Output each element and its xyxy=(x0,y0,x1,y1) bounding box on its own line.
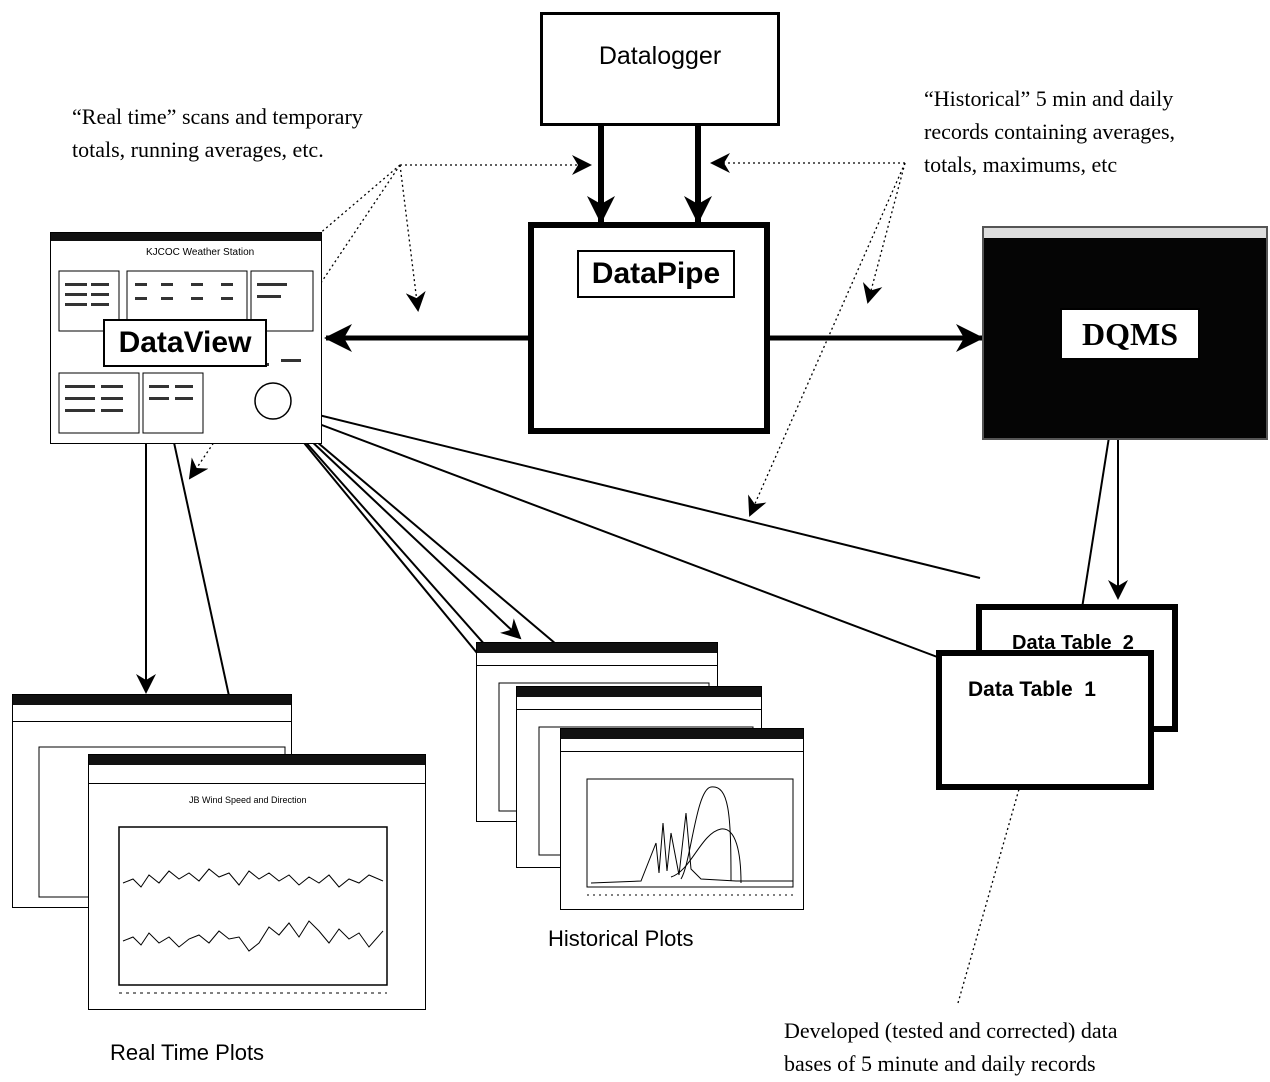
datapipe-label: DataPipe xyxy=(591,257,721,290)
developed-note-line-2: bases of 5 minute and daily records xyxy=(784,1051,1096,1076)
dataview-titlebar xyxy=(51,233,321,241)
datalogger-node: Datalogger xyxy=(540,12,780,126)
realtime-plots-caption: Real Time Plots xyxy=(110,1040,265,1065)
historical-plot-window-front xyxy=(560,728,804,910)
dqms-label: DQMS xyxy=(1082,315,1178,352)
data-table-1: Data Table 1 xyxy=(936,650,1154,790)
data-table-1-label: Data Table 1 xyxy=(968,678,1096,701)
datapipe-node: DataPipe xyxy=(528,222,770,434)
dqms-window: DQMS xyxy=(982,226,1268,440)
realtime-note: “Real time” scans and temporary totals, … xyxy=(72,100,363,166)
realtime-plot-graph xyxy=(118,826,388,994)
historical-note-line-2: records containing averages, xyxy=(924,119,1176,144)
dotted-arrow-realtime-to-dataview-link xyxy=(399,164,426,312)
historical-note: “Historical” 5 min and daily records con… xyxy=(924,82,1175,181)
realtime-plot-window-front: JB Wind Speed and Direction xyxy=(88,754,426,1010)
dataview-label: DataView xyxy=(118,326,252,359)
dataview-window: KJCOC Weather Station DataView xyxy=(50,232,322,444)
arrow-table2-to-dataview xyxy=(264,396,981,579)
dqms-label-box: DQMS xyxy=(1060,308,1200,360)
datalogger-label: Datalogger xyxy=(598,41,722,70)
datapipe-label-box: DataPipe xyxy=(577,250,735,298)
realtime-note-line-1: “Real time” scans and temporary xyxy=(72,104,363,129)
developed-note: Developed (tested and corrected) data ba… xyxy=(784,1014,1118,1080)
dotted-arrow-developed-to-tables xyxy=(957,731,1040,1004)
developed-note-line-1: Developed (tested and corrected) data xyxy=(784,1018,1118,1043)
historical-note-line-1: “Historical” 5 min and daily xyxy=(924,86,1174,111)
dotted-arrow-historical-to-dqms-link xyxy=(862,162,906,304)
dataview-content-sketch xyxy=(58,270,314,434)
dqms-menubar xyxy=(984,228,1266,239)
historical-note-line-3: totals, maximums, etc xyxy=(924,152,1118,177)
historical-plot-graph xyxy=(586,778,794,896)
dotted-arrow-historical-to-plots xyxy=(748,162,906,517)
data-table-2-label: Data Table 2 xyxy=(1012,632,1134,654)
arrow-dataview-to-hist-2 xyxy=(271,403,597,679)
dataview-window-title: KJCOC Weather Station xyxy=(146,247,255,258)
wind-direction-dial xyxy=(254,382,292,420)
historical-plots-caption: Historical Plots xyxy=(548,926,694,951)
realtime-plot-title: JB Wind Speed and Direction xyxy=(189,795,307,805)
arrow-table1-to-dataview xyxy=(264,400,941,659)
dataview-label-box: DataView xyxy=(103,319,267,367)
realtime-note-line-2: totals, running averages, etc. xyxy=(72,137,324,162)
